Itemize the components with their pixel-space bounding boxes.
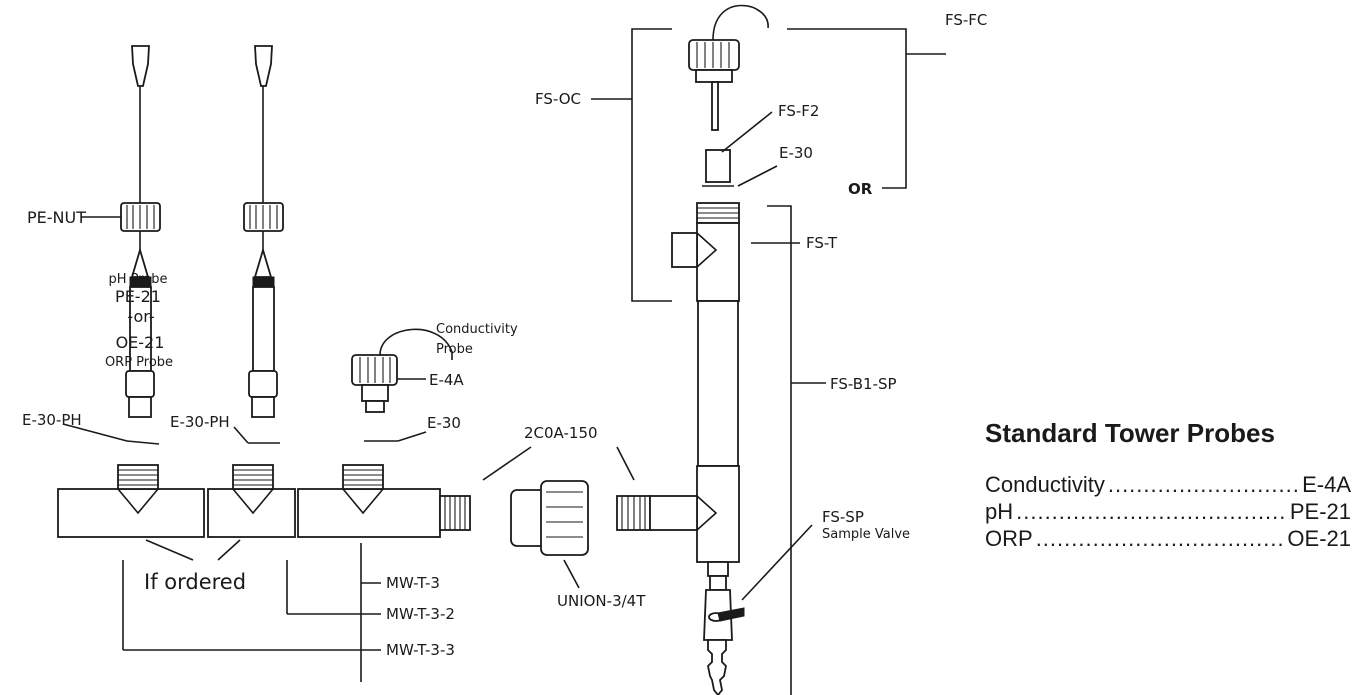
label-e30-tee: E-30 xyxy=(427,414,461,432)
label-or-bold: OR xyxy=(848,180,873,198)
label-2c0a-150: 2C0A-150 xyxy=(524,424,598,442)
legend-name: pH xyxy=(985,499,1014,524)
legend-title: Standard Tower Probes xyxy=(985,418,1275,448)
label-e30-top: E-30 xyxy=(779,144,813,162)
label-if-ordered: If ordered xyxy=(144,570,246,594)
tee-fitting-1 xyxy=(57,464,205,538)
leader-dots: ........................................… xyxy=(1035,526,1285,551)
label-or: -or- xyxy=(127,307,154,326)
label-e30-ph-2: E-30-PH xyxy=(170,413,230,431)
ph-probe-drawing-1 xyxy=(120,45,161,418)
leader-dots: ........................................… xyxy=(1016,499,1287,524)
standard-tower-probes-legend: Standard Tower Probes Conductivity .....… xyxy=(985,418,1351,552)
legend-code: PE-21 xyxy=(1289,499,1351,524)
label-fs-fc: FS-FC xyxy=(945,11,987,29)
label-orp-probe: ORP Probe xyxy=(105,355,173,370)
label-fs-sp: FS-SP xyxy=(822,508,864,526)
leader-dots: ........................................… xyxy=(1107,472,1300,497)
label-oe-21: OE-21 xyxy=(116,333,165,352)
oring-e30-ph-1 xyxy=(126,440,160,445)
label-fs-t: FS-T xyxy=(806,234,838,252)
legend-row-conductivity: Conductivity ...........................… xyxy=(985,471,1351,498)
conductivity-probe-drawing xyxy=(351,328,453,413)
label-union: UNION-3/4T xyxy=(557,592,646,610)
tee-fitting-3 xyxy=(297,464,471,538)
label-mw-t-3-2: MW-T-3-2 xyxy=(386,605,455,623)
label-fs-f2: FS-F2 xyxy=(778,102,819,120)
label-fs-oc: FS-OC xyxy=(535,90,581,108)
label-ph-probe: pH Probe xyxy=(108,272,167,287)
union-drawing xyxy=(510,480,651,556)
legend-row-ph: pH .....................................… xyxy=(985,498,1351,525)
label-mw-t-3: MW-T-3 xyxy=(386,574,440,592)
flow-cell-column xyxy=(649,4,769,695)
ph-probe-drawing-2 xyxy=(243,45,284,418)
label-e-4a: E-4A xyxy=(429,371,464,389)
label-conductivity-probe-2: Probe xyxy=(436,342,473,357)
label-pe-nut: PE-NUT xyxy=(27,208,86,227)
label-sample-valve: Sample Valve xyxy=(822,527,910,542)
legend-name: ORP xyxy=(985,526,1033,551)
tee-fitting-2 xyxy=(207,464,296,538)
legend-code: OE-21 xyxy=(1287,526,1351,551)
legend-row-orp: ORP ....................................… xyxy=(985,525,1351,552)
legend-code: E-4A xyxy=(1302,472,1351,497)
legend-name: Conductivity xyxy=(985,472,1105,497)
label-mw-t-3-3: MW-T-3-3 xyxy=(386,641,455,659)
label-pe-21: PE-21 xyxy=(115,287,161,306)
label-conductivity-probe-1: Conductivity xyxy=(436,322,518,337)
label-e30-ph-1: E-30-PH xyxy=(22,411,82,429)
label-fs-b1-sp: FS-B1-SP xyxy=(830,375,897,393)
